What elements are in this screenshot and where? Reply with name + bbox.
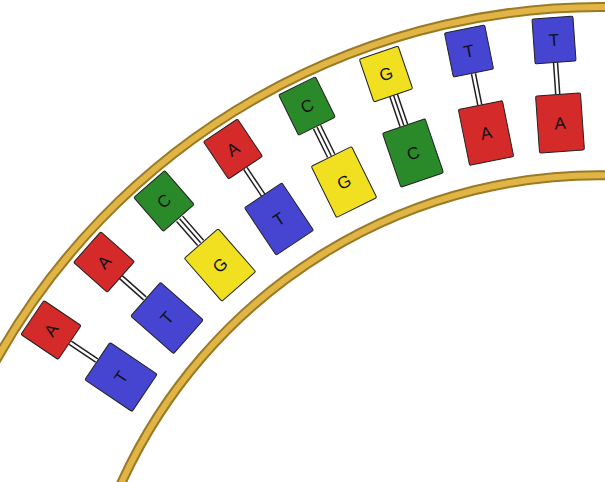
base-letter: A <box>94 252 114 272</box>
base-box: A <box>20 300 82 361</box>
base-box: G <box>311 146 378 218</box>
base-letter: C <box>154 191 174 212</box>
base-box: A <box>202 119 262 181</box>
base-letter: T <box>111 368 131 386</box>
outer-strand-fill <box>0 7 605 375</box>
base-box: A <box>457 100 514 166</box>
hydrogen-bond <box>472 73 482 105</box>
base-box: C <box>134 170 196 232</box>
base-box: A <box>73 231 135 293</box>
base-letter: T <box>462 42 476 61</box>
base-letter: G <box>334 171 353 192</box>
outer-strand <box>0 7 605 375</box>
base-letter: T <box>270 209 288 229</box>
hydrogen-bond <box>244 167 265 196</box>
base-box: T <box>531 15 576 64</box>
base-box: T <box>444 24 494 77</box>
hydrogen-bond <box>313 125 334 157</box>
inner-strand <box>120 175 605 482</box>
base-letter: A <box>554 115 566 133</box>
base-box: A <box>535 93 585 154</box>
base-letter: A <box>478 124 492 143</box>
base-letter: A <box>223 139 242 159</box>
base-box: T <box>130 281 204 354</box>
base-letter: C <box>405 143 422 163</box>
base-box: C <box>278 77 336 137</box>
base-letter: T <box>157 308 177 327</box>
base-letter: G <box>209 254 230 276</box>
base-box: G <box>183 228 256 302</box>
hydrogen-bond <box>177 216 204 245</box>
base-letter: T <box>548 31 560 49</box>
base-box: C <box>382 118 444 188</box>
inner-strand-fill <box>120 175 605 482</box>
base-letter: G <box>377 63 395 83</box>
base-box: T <box>84 341 158 412</box>
base-letter: C <box>298 96 317 117</box>
base-box: G <box>359 45 414 102</box>
base-box: T <box>244 182 314 256</box>
hydrogen-bond <box>69 341 98 362</box>
base-letter: A <box>41 320 61 339</box>
hydrogen-bond <box>120 276 147 300</box>
hydrogen-bond <box>554 62 560 94</box>
hydrogen-bond <box>390 94 408 127</box>
